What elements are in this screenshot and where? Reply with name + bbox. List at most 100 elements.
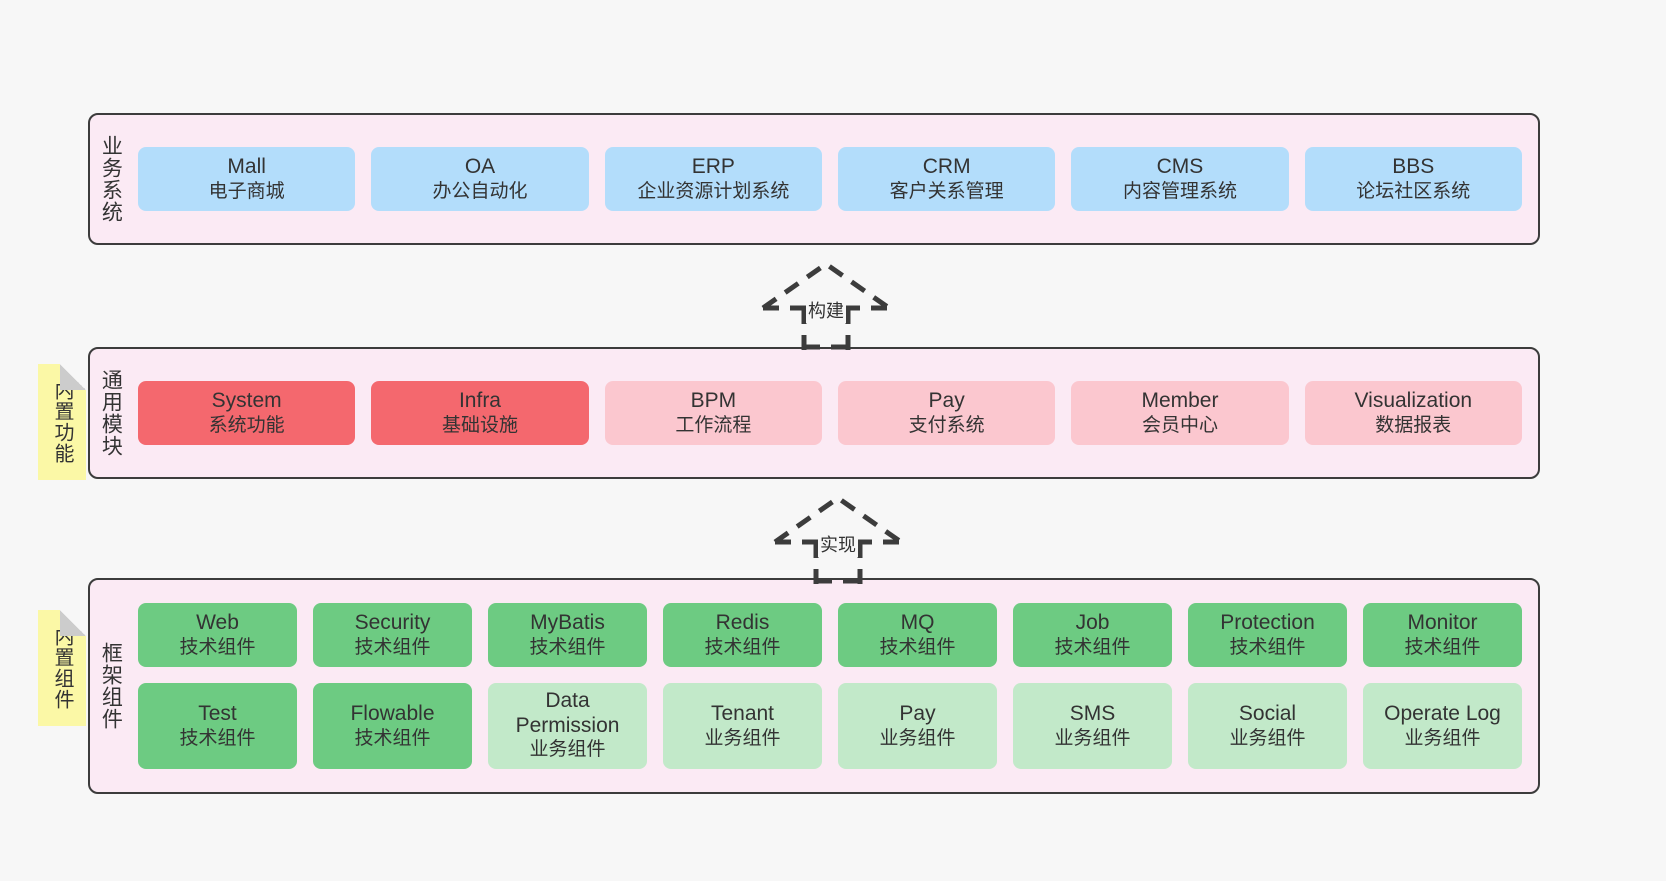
card-title-en: Data Permission [515,688,620,737]
connector-build: 构建 [758,258,908,350]
card-title-cn: 技术组件 [1229,637,1306,659]
card-title-en: SMS [1069,701,1116,725]
card-title-en: Social [1238,701,1297,725]
card-title-en: CMS [1156,155,1204,178]
card-title-cn: 数据报表 [1375,415,1452,437]
card-system[interactable]: System 系统功能 [138,381,356,445]
card-protection[interactable]: Protection 技术组件 [1188,602,1347,667]
card-bbs[interactable]: BBS 论坛社区系统 [1304,147,1522,211]
card-row: Mall 电子商城 OA 办公自动化 ERP 企业资源计划系统 CRM 客户关系… [138,147,1522,211]
card-title-cn: 业务组件 [1054,728,1131,750]
card-data-permission[interactable]: Data Permission 业务组件 [488,682,647,770]
card-member[interactable]: Member 会员中心 [1071,381,1289,445]
card-bpm[interactable]: BPM 工作流程 [604,381,822,445]
card-row: System 系统功能 Infra 基础设施 BPM 工作流程 Pay 支付系统… [138,381,1522,445]
card-title-en: Pay [899,701,936,725]
card-title-cn: 技术组件 [704,637,781,659]
card-title-cn: 电子商城 [208,181,285,203]
card-title-en: BPM [690,389,737,412]
card-title-en: Redis [715,610,770,634]
card-oa[interactable]: OA 办公自动化 [371,147,589,211]
card-title-en: Operate Log [1384,701,1501,725]
card-mq[interactable]: MQ 技术组件 [838,602,997,667]
card-title-cn: 客户关系管理 [889,181,1004,203]
card-title-en: Visualization [1354,389,1473,412]
card-title-cn: 内容管理系统 [1122,181,1237,203]
card-title-cn: 企业资源计划系统 [637,181,790,203]
card-title-cn: 论坛社区系统 [1356,181,1471,203]
card-title-en: Member [1141,389,1219,412]
card-pay[interactable]: Pay 支付系统 [837,381,1056,445]
card-tenant[interactable]: Tenant 业务组件 [663,682,822,770]
card-title-en: Infra [458,389,501,412]
card-title-cn: 业务组件 [1404,728,1481,750]
card-flowable[interactable]: Flowable 技术组件 [313,682,472,770]
card-title-cn: 技术组件 [879,637,956,659]
card-job[interactable]: Job 技术组件 [1013,602,1172,667]
card-title-cn: 会员中心 [1141,415,1218,437]
card-redis[interactable]: Redis 技术组件 [663,602,822,667]
card-title-en: ERP [691,155,735,178]
card-title-cn: 系统功能 [208,415,285,437]
card-title-en: CRM [922,155,971,178]
card-mall[interactable]: Mall 电子商城 [138,147,356,211]
card-row: Web 技术组件 Security 技术组件 MyBatis 技术组件 Redi… [138,602,1522,667]
layer-framework-component-title: 框架组件 [99,642,123,730]
card-title-cn: 技术组件 [1404,637,1481,659]
card-monitor[interactable]: Monitor 技术组件 [1363,602,1522,667]
card-title-cn: 技术组件 [179,637,256,659]
card-title-en: Tenant [710,701,775,725]
card-row: Test 技术组件 Flowable 技术组件 Data Permission … [138,682,1522,770]
card-title-cn: 技术组件 [529,637,606,659]
card-title-cn: 业务组件 [879,728,956,750]
note-builtin-component-label: 内置组件 [51,626,73,710]
layer-business-system-body: Mall 电子商城 OA 办公自动化 ERP 企业资源计划系统 CRM 客户关系… [130,115,1538,243]
card-mybatis[interactable]: MyBatis 技术组件 [488,602,647,667]
card-title-en: Protection [1220,610,1315,634]
layer-common-module-body: System 系统功能 Infra 基础设施 BPM 工作流程 Pay 支付系统… [130,349,1538,477]
card-title-cn: 技术组件 [1054,637,1131,659]
card-title-en: Mall [227,155,266,178]
card-crm[interactable]: CRM 客户关系管理 [837,147,1056,211]
card-title-cn: 基础设施 [441,415,518,437]
note-builtin-function: 内置功能 [38,364,86,480]
card-title-cn: 技术组件 [179,728,256,750]
card-title-cn: 办公自动化 [432,181,528,203]
card-pay-business[interactable]: Pay 业务组件 [838,682,997,770]
connector-implement-label: 实现 [818,531,858,557]
card-test[interactable]: Test 技术组件 [138,682,297,770]
card-title-en: MyBatis [530,610,605,634]
card-operate-log[interactable]: Operate Log 业务组件 [1363,682,1522,770]
connector-build-label: 构建 [806,297,846,323]
card-security[interactable]: Security 技术组件 [313,602,472,667]
card-title-en: Test [198,701,237,725]
card-title-en: System [211,389,282,412]
card-web[interactable]: Web 技术组件 [138,602,297,667]
layer-business-system-title: 业务系统 [99,135,123,223]
card-title-en: Web [196,610,239,634]
card-infra[interactable]: Infra 基础设施 [371,381,589,445]
card-title-cn: 业务组件 [529,739,606,761]
card-title-en: BBS [1392,155,1435,178]
note-builtin-component: 内置组件 [38,610,86,726]
card-title-en: Security [354,610,431,634]
card-visualization[interactable]: Visualization 数据报表 [1304,381,1522,445]
card-title-en: Job [1075,610,1110,634]
card-title-cn: 业务组件 [1229,728,1306,750]
card-title-en: OA [464,155,496,178]
card-title-cn: 业务组件 [704,728,781,750]
card-title-cn: 技术组件 [354,637,431,659]
card-erp[interactable]: ERP 企业资源计划系统 [604,147,822,211]
card-sms[interactable]: SMS 业务组件 [1013,682,1172,770]
card-title-cn: 技术组件 [354,728,431,750]
card-title-en: MQ [900,610,935,634]
card-social[interactable]: Social 业务组件 [1188,682,1347,770]
card-title-cn: 支付系统 [908,415,985,437]
layer-framework-component-body: Web 技术组件 Security 技术组件 MyBatis 技术组件 Redi… [130,580,1538,792]
card-title-en: Pay [928,389,965,412]
layer-common-module-title: 通用模块 [99,369,123,457]
card-title-cn: 工作流程 [675,415,752,437]
card-cms[interactable]: CMS 内容管理系统 [1071,147,1289,211]
layer-business-system: 业务系统 Mall 电子商城 OA 办公自动化 ERP 企业资源计划系统 CRM… [88,113,1540,245]
